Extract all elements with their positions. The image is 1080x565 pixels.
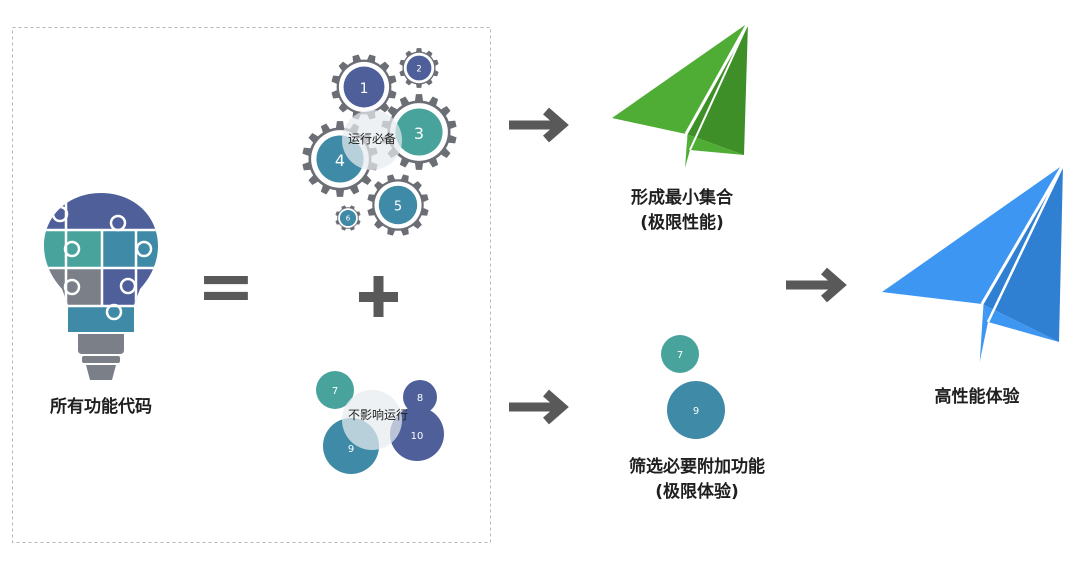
result-bubble-number-label: 7 <box>677 350 683 361</box>
bubble-number-label: 8 <box>417 393 423 404</box>
gear-number-label: 6 <box>346 214 351 222</box>
gear-number-label: 2 <box>416 64 421 74</box>
bubble: 7 <box>316 371 354 409</box>
bubble: 8 <box>403 380 437 414</box>
gear-icon: 3 <box>381 94 457 170</box>
plus-sign <box>359 276 398 317</box>
all-code-label: 所有功能代码 <box>50 397 152 417</box>
minimal-set-line1: 形成最小集合 <box>631 188 733 208</box>
bubble-number-label: 9 <box>348 444 354 455</box>
gears-cluster: 1 2 3 4 5 6 <box>302 48 457 236</box>
bubble: 10 <box>390 407 444 461</box>
gear-number-label: 5 <box>394 200 402 215</box>
filter-line2: (极限体验) <box>655 482 739 502</box>
high-performance-label: 高性能体验 <box>934 387 1020 407</box>
minimal-set-label: 形成最小集合 (极限性能) <box>631 186 733 236</box>
arrow-right-icon <box>509 389 569 425</box>
result-bubble: 9 <box>667 381 725 439</box>
dashed-frame <box>12 27 491 543</box>
paper-plane-blue-icon <box>882 164 1065 366</box>
bubble-number-label: 7 <box>332 386 338 397</box>
gear-icon: 2 <box>399 48 439 88</box>
lightbulb-puzzle-icon <box>44 193 158 380</box>
result-bubble: 7 <box>661 335 699 373</box>
equals-sign: = <box>197 245 256 327</box>
filter-line1: 筛选必要附加功能 <box>629 457 765 477</box>
result-bubbles: 79 <box>661 335 725 439</box>
gear-number-label: 1 <box>360 81 369 97</box>
running-required-label: 运行必备 <box>348 132 396 146</box>
result-bubble-number-label: 9 <box>693 406 699 417</box>
bubble-number-label: 10 <box>411 431 424 442</box>
bubble-overlap-highlight <box>342 390 402 450</box>
gear-number-label: 3 <box>414 124 424 143</box>
gear-icon: 5 <box>367 174 429 236</box>
minimal-set-line2: (极限性能) <box>640 213 724 233</box>
arrow-right-icon <box>786 267 847 303</box>
not-affecting-running-label: 不影响运行 <box>348 407 408 422</box>
gear-number-label: 4 <box>335 151 345 170</box>
bubbles-cluster: 7 8 9 10 <box>316 371 444 474</box>
gear-icon: 6 <box>335 205 361 231</box>
arrow-right-icon <box>509 107 569 143</box>
paper-plane-green-icon <box>612 22 750 176</box>
filter-label: 筛选必要附加功能 (极限体验) <box>629 455 765 505</box>
gear-overlap-highlight <box>342 110 402 170</box>
gear-icon: 1 <box>331 54 397 120</box>
